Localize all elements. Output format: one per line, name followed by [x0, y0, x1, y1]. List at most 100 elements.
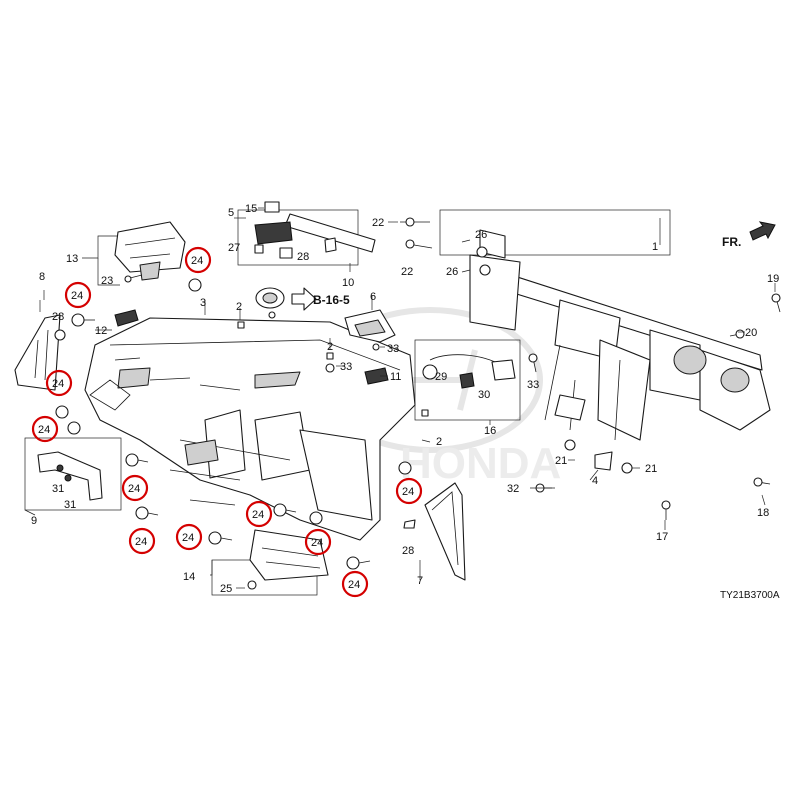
callout: 6 — [370, 291, 376, 303]
svg-text:24: 24 — [38, 424, 50, 436]
front-direction-arrow: FR. — [722, 221, 776, 249]
highlight-marker: 24 — [184, 246, 212, 274]
callout: 26 — [475, 229, 487, 241]
callout: 33 — [340, 361, 352, 373]
bolt-icon — [346, 556, 371, 570]
callout: 31 — [52, 483, 64, 495]
callout: 27 — [228, 242, 240, 254]
callout: 7 — [417, 575, 423, 587]
clip-icon — [326, 352, 334, 360]
svg-text:24: 24 — [128, 483, 140, 495]
watermark: HONDA — [317, 307, 561, 488]
callout: 8 — [39, 271, 45, 283]
screw-icon — [661, 500, 671, 520]
callout: 10 — [342, 277, 354, 289]
meter-visor-cover[interactable] — [344, 309, 396, 343]
clip-icon — [247, 580, 257, 590]
knee-cover-right[interactable] — [424, 482, 466, 581]
callout: 29 — [435, 371, 447, 383]
highlight-marker: 24 — [121, 474, 149, 502]
highlight-marker: 24 — [175, 523, 203, 551]
tweeter-speaker[interactable] — [255, 287, 285, 309]
svg-text:24: 24 — [402, 486, 414, 498]
fasteners — [54, 217, 781, 590]
reference-label[interactable]: B-16-5 — [313, 293, 350, 307]
callout: 1 — [652, 241, 658, 253]
highlighted-callouts: 24 24 24 24 24 24 24 24 24 24 24 24 — [31, 246, 423, 598]
screw-icon — [528, 353, 538, 373]
clip-icon — [403, 519, 416, 529]
callout: 2 — [327, 341, 333, 353]
reference-arrow-b16-5[interactable] — [291, 287, 317, 311]
dashboard-panel[interactable] — [84, 317, 416, 541]
clip-icon — [476, 246, 488, 258]
clip-icon — [421, 409, 429, 417]
callout: 18 — [757, 507, 769, 519]
callout: 21 — [555, 455, 567, 467]
callout: 2 — [236, 301, 242, 313]
highlight-marker: 24 — [64, 281, 92, 309]
side-vent[interactable] — [114, 309, 139, 327]
highlight-marker: 24 — [128, 527, 156, 555]
svg-text:24: 24 — [348, 579, 360, 591]
callout: 13 — [66, 253, 78, 265]
callout: 30 — [478, 389, 490, 401]
watermark-text: HONDA — [400, 439, 561, 488]
svg-text:24: 24 — [182, 532, 194, 544]
switch-panel[interactable] — [364, 367, 389, 385]
clip-icon — [237, 321, 245, 329]
bolt-icon — [54, 329, 66, 341]
callout: 25 — [220, 583, 232, 595]
screw-icon — [405, 239, 433, 249]
callout: 5 — [228, 207, 234, 219]
bolt-icon — [55, 405, 69, 419]
callout-labels: 1 2 2 2 3 4 5 6 7 8 9 10 11 12 13 14 15 … — [31, 203, 779, 595]
callout: 33 — [527, 379, 539, 391]
callout: 2 — [436, 436, 442, 448]
callout: 22 — [372, 217, 384, 229]
bolt-icon — [135, 506, 159, 520]
steering-hanger-beam[interactable] — [439, 209, 771, 471]
callout: 31 — [64, 499, 76, 511]
callout: 17 — [656, 531, 668, 543]
highlight-marker: 24 — [395, 477, 423, 505]
clip-icon — [621, 462, 633, 474]
callout: 20 — [745, 327, 757, 339]
svg-text:24: 24 — [52, 378, 64, 390]
highlight-marker: 24 — [31, 415, 59, 443]
clip-icon — [325, 363, 335, 373]
highlight-marker: 24 — [341, 570, 369, 598]
callout: 23 — [101, 275, 113, 287]
svg-text:24: 24 — [71, 290, 83, 302]
bolt-icon — [309, 511, 323, 525]
side-panel-left[interactable] — [14, 314, 61, 391]
callout: 11 — [390, 371, 401, 383]
callout: 9 — [31, 515, 37, 527]
callout: 28 — [402, 545, 414, 557]
highlight-marker: 24 — [304, 528, 332, 556]
clip-icon — [479, 264, 491, 276]
screw-icon — [729, 329, 745, 339]
highlight-marker: 24 — [45, 369, 73, 397]
callout: 28 — [297, 251, 309, 263]
svg-text:24: 24 — [135, 536, 147, 548]
center-top-cover[interactable] — [237, 201, 376, 266]
clip-icon — [564, 439, 576, 451]
callout: 3 — [200, 297, 206, 309]
callout: 15 — [245, 203, 257, 215]
passenger-airbag-module[interactable] — [114, 221, 186, 281]
bolt-icon — [273, 503, 297, 517]
screw-icon — [124, 274, 143, 283]
screw-icon — [771, 293, 781, 313]
callout: 32 — [507, 483, 519, 495]
harness-group[interactable] — [414, 339, 521, 421]
callout: 14 — [183, 571, 195, 583]
svg-text:24: 24 — [252, 509, 264, 521]
lower-control-module[interactable] — [211, 529, 329, 596]
callout: 26 — [446, 266, 458, 278]
callout: 33 — [387, 343, 399, 355]
lower-bracket-left[interactable] — [24, 437, 122, 511]
bolt-icon — [67, 421, 81, 435]
front-label: FR. — [722, 235, 741, 249]
